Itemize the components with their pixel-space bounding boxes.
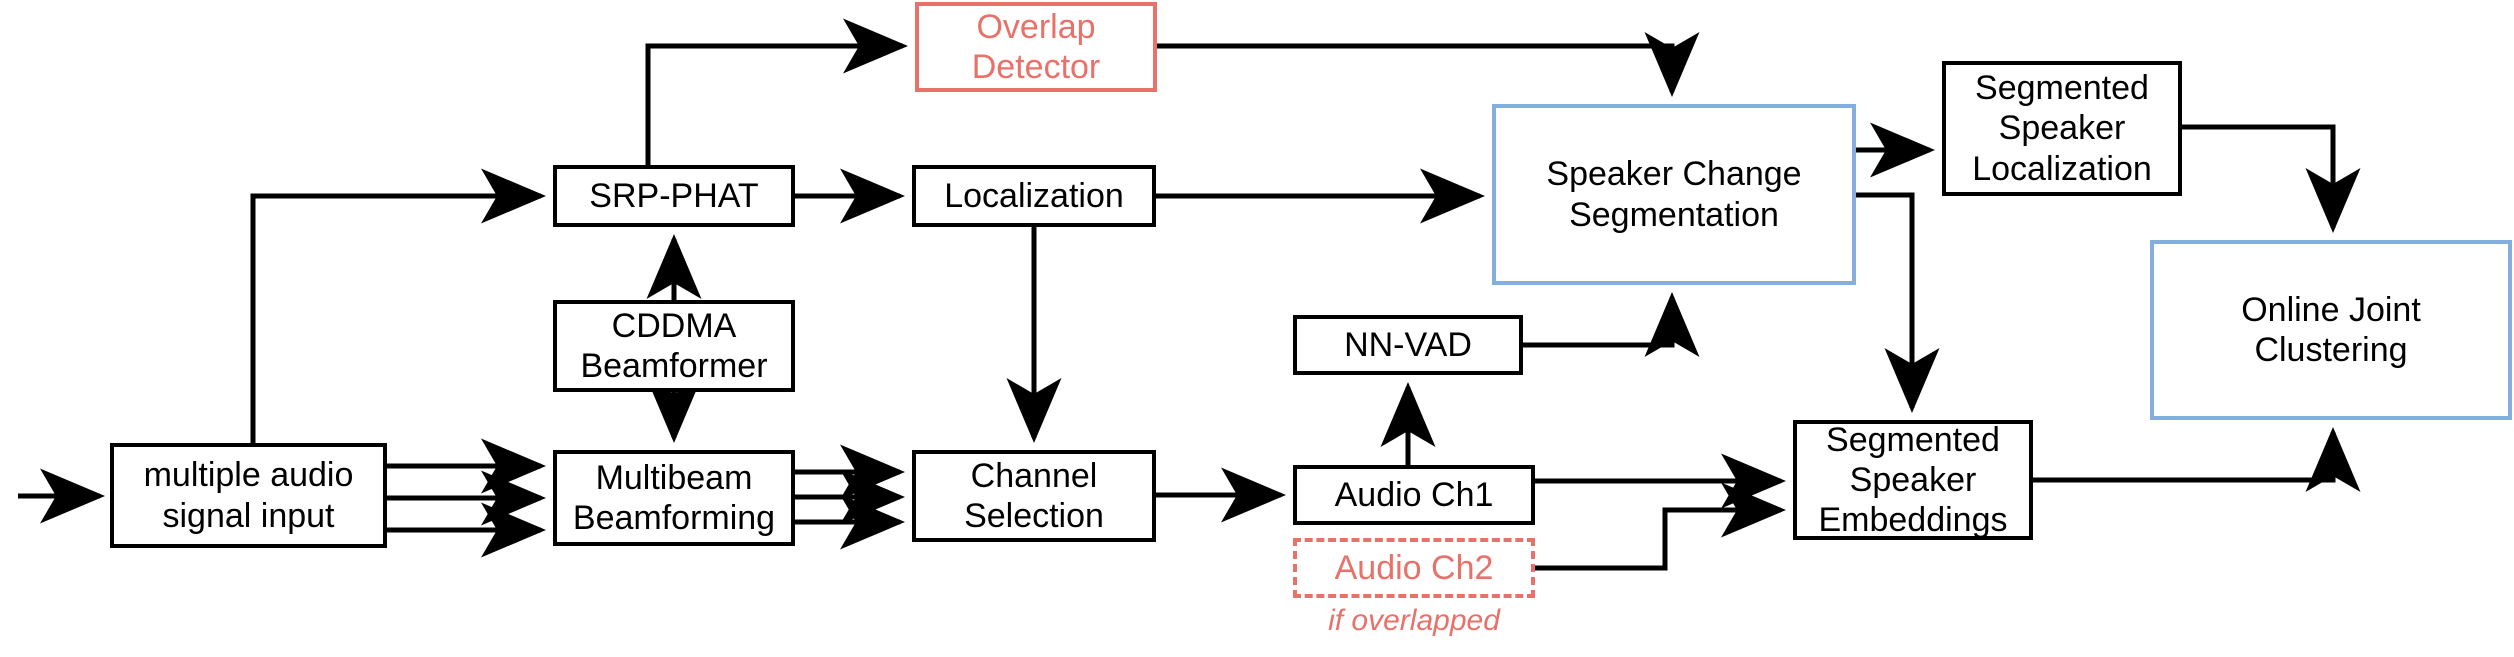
- node-speaker-change-segmentation[interactable]: Speaker Change Segmentation: [1492, 104, 1856, 285]
- node-localization[interactable]: Localization: [912, 165, 1156, 227]
- node-label-line: Localization: [1972, 149, 2152, 188]
- node-overlap-detector[interactable]: Overlap Detector: [915, 2, 1157, 92]
- node-label-line: Multibeam: [595, 458, 753, 497]
- node-label-line: Channel: [970, 456, 1098, 495]
- node-multibeam-beamforming[interactable]: Multibeam Beamforming: [553, 450, 795, 546]
- node-label-line: Overlap: [976, 7, 1096, 46]
- edge-multiple-audio-to-srp-phat: [250, 168, 546, 443]
- edge-nn-vad-to-speaker-change-segmentation: [1523, 292, 1700, 357]
- node-label-line: NN-VAD: [1344, 325, 1472, 364]
- edge-scs-to-segmented-speaker-embeddings: [1856, 192, 1940, 413]
- edge-sse-to-online-joint-clustering: [2033, 427, 2361, 492]
- node-label-line: Embeddings: [1818, 501, 2008, 540]
- node-srp-phat[interactable]: SRP-PHAT: [553, 165, 795, 227]
- node-label-line: Detector: [971, 48, 1101, 86]
- node-label-line: Speaker Change: [1546, 155, 1802, 194]
- node-label-line: signal input: [162, 496, 335, 535]
- edge-srp-phat-to-overlap-detector: [645, 18, 908, 165]
- node-label-line: Segmented: [1826, 420, 2000, 459]
- node-label-line: Segmented: [1975, 69, 2149, 108]
- node-label-line: Speaker: [1998, 109, 2126, 148]
- node-label-line: Online Joint: [2241, 290, 2421, 329]
- node-online-joint-clustering[interactable]: Online Joint Clustering: [2150, 240, 2512, 420]
- node-audio-ch2[interactable]: Audio Ch2: [1293, 538, 1535, 598]
- node-label-line: Audio Ch2: [1334, 548, 1494, 587]
- node-label-line: Audio Ch1: [1334, 475, 1494, 514]
- node-label-line: SRP-PHAT: [589, 176, 759, 215]
- edge-ssl-to-online-joint-clustering: [2182, 124, 2361, 233]
- caption-if-overlapped: if overlapped: [1328, 604, 1500, 637]
- node-audio-ch1[interactable]: Audio Ch1: [1293, 465, 1535, 525]
- node-multiple-audio-signal-input[interactable]: multiple audio signal input: [110, 443, 387, 548]
- node-label-line: Localization: [944, 176, 1124, 215]
- node-label-line: Clustering: [2254, 331, 2408, 369]
- node-label-line: Beamformer: [580, 347, 768, 385]
- node-label-line: Segmentation: [1569, 195, 1779, 234]
- node-label-line: Beamforming: [572, 499, 776, 537]
- edge-audio-ch2-to-segmented-speaker-embeddings: [1535, 482, 1786, 571]
- node-segmented-speaker-localization[interactable]: Segmented Speaker Localization: [1942, 61, 2182, 196]
- node-channel-selection[interactable]: Channel Selection: [912, 450, 1156, 542]
- node-label-line: Speaker: [1849, 460, 1977, 499]
- node-label-line: CDDMA: [611, 306, 737, 345]
- node-label-line: multiple audio: [143, 456, 354, 495]
- node-cddma-beamformer[interactable]: CDDMA Beamformer: [553, 300, 795, 392]
- node-segmented-speaker-embeddings[interactable]: Segmented Speaker Embeddings: [1793, 420, 2033, 540]
- node-label-line: Selection: [964, 497, 1104, 535]
- edge-overlap-detector-to-speaker-change-segmentation: [1157, 32, 1700, 97]
- node-nn-vad[interactable]: NN-VAD: [1293, 315, 1523, 375]
